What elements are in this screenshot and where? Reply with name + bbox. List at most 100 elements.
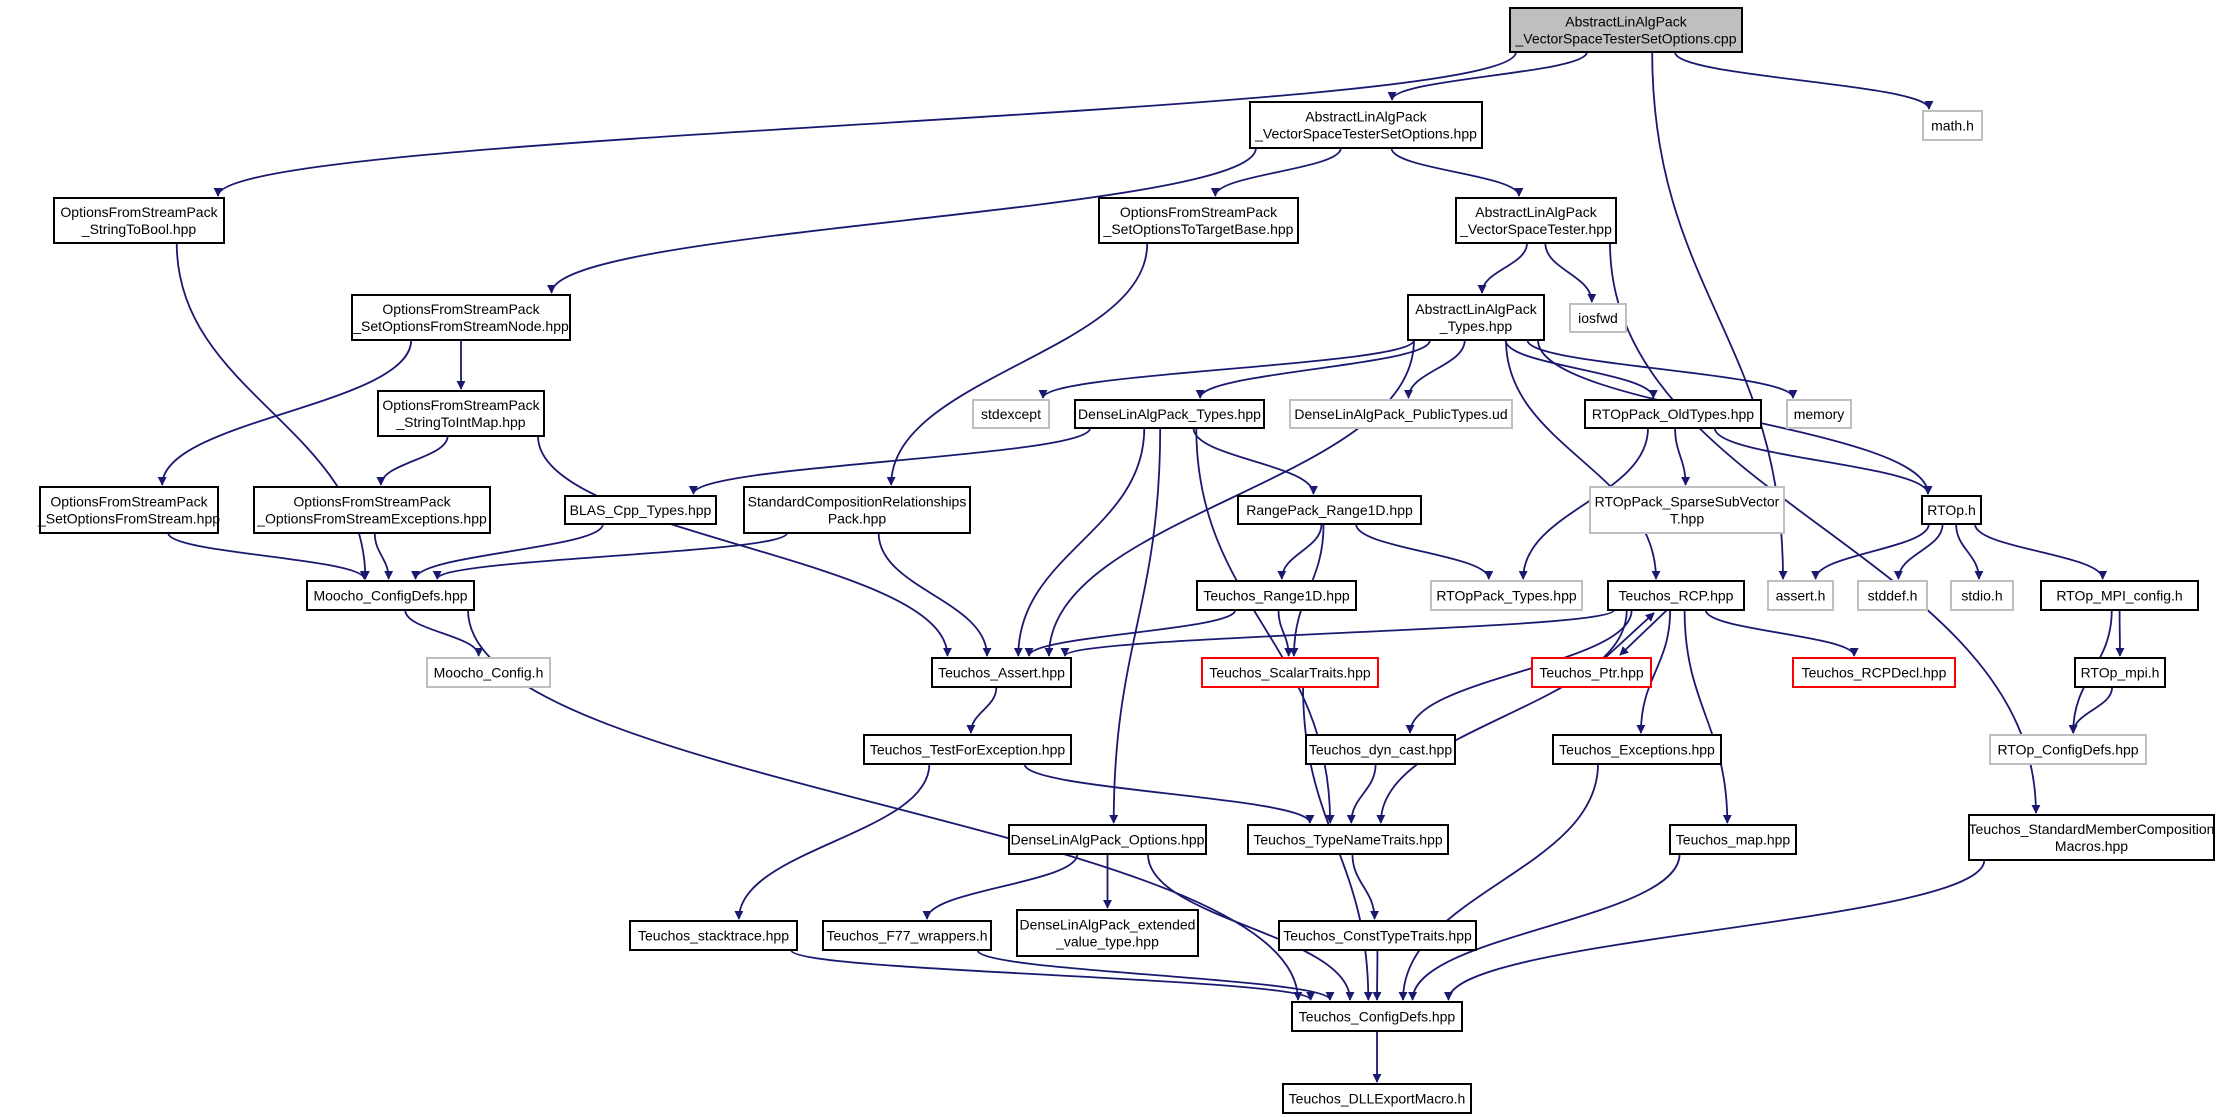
node-label: Moocho_ConfigDefs.hpp (313, 588, 467, 604)
node-rangepack-range1d[interactable]: RangePack_Range1D.hpp (1237, 495, 1422, 525)
edge-teuchos-stacktrace-to-teuchos-configdefs (790, 949, 1315, 1001)
edge-teuchos-exceptions-to-teuchos-configdefs (1398, 763, 1599, 1001)
node-box (1857, 580, 1928, 611)
node-set-opts-node[interactable]: OptionsFromStreamPack_SetOptionsFromStre… (351, 294, 571, 341)
node-label: Teuchos_F77_wrappers.h (826, 928, 987, 944)
node-label: OptionsFromStreamPack (382, 397, 540, 413)
node-label: DenseLinAlgPack_PublicTypes.ud (1294, 406, 1507, 422)
node-teuchos-exceptions[interactable]: Teuchos_Exceptions.hpp (1552, 734, 1722, 765)
node-teuchos-scalartraits[interactable]: Teuchos_ScalarTraits.hpp (1201, 657, 1379, 688)
node-teuchos-range1d[interactable]: Teuchos_Range1D.hpp (1196, 580, 1357, 611)
node-label: Teuchos_StandardMemberComposition (1969, 821, 2215, 837)
node-rtop-mpi-h[interactable]: RTOp_mpi.h (2074, 657, 2166, 688)
node-dla-extended[interactable]: DenseLinAlgPack_extended_value_type.hpp (1016, 909, 1199, 957)
node-vst-hpp[interactable]: AbstractLinAlgPack_VectorSpaceTester.hpp (1455, 197, 1617, 244)
node-box (1669, 824, 1797, 855)
node-iosfwd[interactable]: iosfwd (1569, 303, 1627, 333)
node-memory[interactable]: memory (1786, 399, 1852, 429)
edge-rtop-h-to-rtop-mpi-config (1974, 523, 2108, 580)
node-rtop-mpi-config[interactable]: RTOp_MPI_config.h (2040, 580, 2199, 611)
node-label: Teuchos_dyn_cast.hpp (1309, 742, 1452, 758)
node-teuchos-stdmember[interactable]: Teuchos_StandardMemberCompositionMacros.… (1968, 814, 2215, 861)
node-teuchos-testforexc[interactable]: Teuchos_TestForException.hpp (863, 734, 1072, 765)
node-label: RTOp.h (1927, 502, 1976, 518)
node-opts-exceptions[interactable]: OptionsFromStreamPack_OptionsFromStreamE… (253, 486, 491, 534)
node-blas-cpp-types[interactable]: BLAS_Cpp_Types.hpp (564, 495, 717, 525)
node-teuchos-typenametraits[interactable]: Teuchos_TypeNameTraits.hpp (1247, 824, 1449, 855)
node-box (351, 294, 571, 341)
node-label: iosfwd (1578, 310, 1618, 326)
edge-set-opts-target-to-std-comp-rel (886, 242, 1149, 486)
node-teuchos-f77[interactable]: Teuchos_F77_wrappers.h (822, 920, 992, 951)
node-label: stddef.h (1868, 588, 1918, 604)
node-dla-options[interactable]: DenseLinAlgPack_Options.hpp (1008, 824, 1207, 855)
node-teuchos-dyncast[interactable]: Teuchos_dyn_cast.hpp (1305, 734, 1456, 765)
node-rtoppack-types[interactable]: RTOpPack_Types.hpp (1430, 580, 1583, 611)
edge-teuchos-range1d-to-teuchos-assert (1024, 609, 1237, 657)
node-label: OptionsFromStreamPack (50, 494, 208, 510)
node-set-opts-target[interactable]: OptionsFromStreamPack_SetOptionsToTarget… (1098, 197, 1299, 244)
edge-vst-setopts-hpp-to-set-opts-target (1210, 147, 1342, 197)
node-box (1247, 824, 1449, 855)
edge-opts-exceptions-to-moocho-configdefs (373, 532, 394, 580)
node-teuchos-assert[interactable]: Teuchos_Assert.hpp (931, 657, 1072, 688)
node-rtop-configdefs[interactable]: RTOp_ConfigDefs.hpp (1989, 734, 2147, 765)
node-moocho-configdefs[interactable]: Moocho_ConfigDefs.hpp (306, 580, 475, 611)
node-label: _StringToIntMap.hpp (395, 414, 525, 430)
node-label: OptionsFromStreamPack (382, 301, 540, 317)
node-teuchos-rcp[interactable]: Teuchos_RCP.hpp (1607, 580, 1745, 611)
node-string-to-bool[interactable]: OptionsFromStreamPack_StringToBool.hpp (53, 197, 225, 244)
node-moocho-config-h[interactable]: Moocho_Config.h (426, 657, 551, 688)
node-rtop-h[interactable]: RTOp.h (1921, 495, 1982, 525)
node-box (1509, 7, 1743, 53)
node-set-opts-stream[interactable]: OptionsFromStreamPack_SetOptionsFromStre… (37, 486, 220, 534)
node-box (1786, 399, 1852, 429)
node-box (1249, 101, 1483, 149)
node-label: _VectorSpaceTesterSetOptions.cpp (1514, 31, 1736, 47)
node-teuchos-dllexport[interactable]: Teuchos_DLLExportMacro.h (1282, 1083, 1472, 1114)
edge-rangepack-range1d-to-rtoppack-types (1355, 523, 1494, 580)
node-vst-setopts-hpp[interactable]: AbstractLinAlgPack_VectorSpaceTesterSetO… (1249, 101, 1483, 149)
node-root[interactable]: AbstractLinAlgPack_VectorSpaceTesterSetO… (1509, 7, 1743, 53)
edge-teuchos-dyncast-to-teuchos-typenametraits (1346, 763, 1377, 824)
node-math-h[interactable]: math.h (1922, 110, 1983, 141)
node-stddef-h[interactable]: stddef.h (1857, 580, 1928, 611)
edge-rtop-h-to-stddef-h (1893, 523, 1944, 580)
node-label: _VectorSpaceTesterSetOptions.hpp (1254, 126, 1477, 142)
edge-root-to-string-to-bool (213, 51, 1517, 197)
edge-rtop-mpi-h-to-rtop-configdefs (2068, 686, 2114, 734)
node-dla-public-types[interactable]: DenseLinAlgPack_PublicTypes.ud (1289, 399, 1513, 429)
node-teuchos-map[interactable]: Teuchos_map.hpp (1669, 824, 1797, 855)
edge-ala-types-to-memory (1526, 339, 1798, 399)
node-dla-types[interactable]: DenseLinAlgPack_Types.hpp (1074, 399, 1265, 429)
node-stdio-h[interactable]: stdio.h (1950, 580, 2014, 611)
edge-teuchos-assert-to-teuchos-testforexc (966, 686, 998, 734)
node-box (306, 580, 475, 611)
node-assert-h[interactable]: assert.h (1767, 580, 1834, 611)
node-label: Moocho_Config.h (434, 665, 544, 681)
node-label: RTOp_mpi.h (2081, 665, 2160, 681)
node-box (1289, 399, 1513, 429)
node-box (426, 657, 551, 688)
node-rtop-oldtypes[interactable]: RTOpPack_OldTypes.hpp (1584, 399, 1762, 429)
node-label: Teuchos_TestForException.hpp (870, 742, 1066, 758)
node-teuchos-consttypetraits[interactable]: Teuchos_ConstTypeTraits.hpp (1278, 920, 1477, 951)
node-teuchos-rcpdecl[interactable]: Teuchos_RCPDecl.hpp (1792, 657, 1956, 688)
node-ala-types[interactable]: AbstractLinAlgPack_Types.hpp (1407, 294, 1545, 341)
node-teuchos-ptr[interactable]: Teuchos_Ptr.hpp (1531, 657, 1652, 688)
edge-ala-types-to-dla-types (1195, 339, 1431, 399)
edge-dla-types-to-rangepack-range1d (1192, 427, 1318, 495)
node-label: Teuchos_Exceptions.hpp (1559, 742, 1715, 758)
edge-vst-hpp-to-teuchos-stdmember (1609, 242, 2041, 814)
node-box (2074, 657, 2166, 688)
node-box (1407, 294, 1545, 341)
node-string-to-int-map[interactable]: OptionsFromStreamPack_StringToIntMap.hpp (377, 390, 545, 437)
node-stdexcept[interactable]: stdexcept (972, 399, 1050, 429)
edge-dla-types-to-teuchos-assert (1013, 427, 1146, 657)
node-teuchos-stacktrace[interactable]: Teuchos_stacktrace.hpp (629, 920, 798, 951)
node-label: AbstractLinAlgPack (1565, 14, 1687, 30)
node-teuchos-configdefs[interactable]: Teuchos_ConfigDefs.hpp (1291, 1001, 1463, 1032)
edge-dla-types-to-dla-options (1109, 427, 1162, 824)
